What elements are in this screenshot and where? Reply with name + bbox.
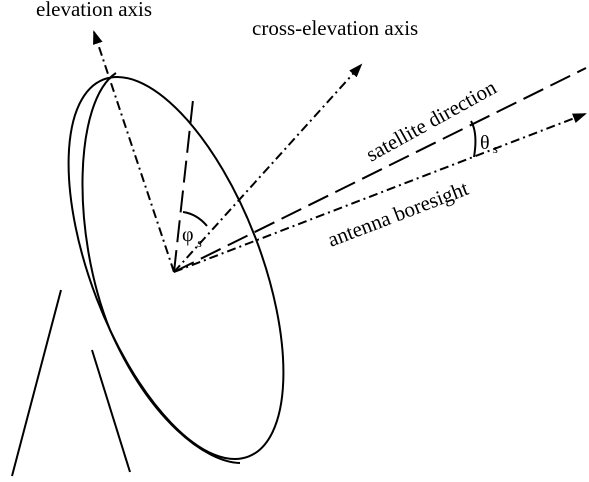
theta-angle-arc [470,120,477,158]
elevation-axis-line [93,30,175,273]
satellite-direction-line [173,67,587,273]
dish-rim [67,75,285,461]
theta-symbol: θ [480,132,490,154]
phi-subscript: s [197,235,202,250]
theta-subscript: s [493,141,498,156]
cross-elevation-axis-line [173,63,363,273]
phi-s-label: φ s [182,224,202,250]
support-leg-left [11,289,62,477]
phi-symbol: φ [182,224,194,246]
elevation-axis-label: elevation axis [36,0,152,21]
cross-elevation-axis-label: cross-elevation axis [252,16,418,40]
theta-s-label: θ s [480,132,498,156]
phi-angle-arc [182,211,208,227]
satellite-projection-line [173,99,194,273]
support-leg-right [91,349,131,473]
antenna-boresight-line [173,113,587,273]
dish-back-curve [81,72,241,464]
